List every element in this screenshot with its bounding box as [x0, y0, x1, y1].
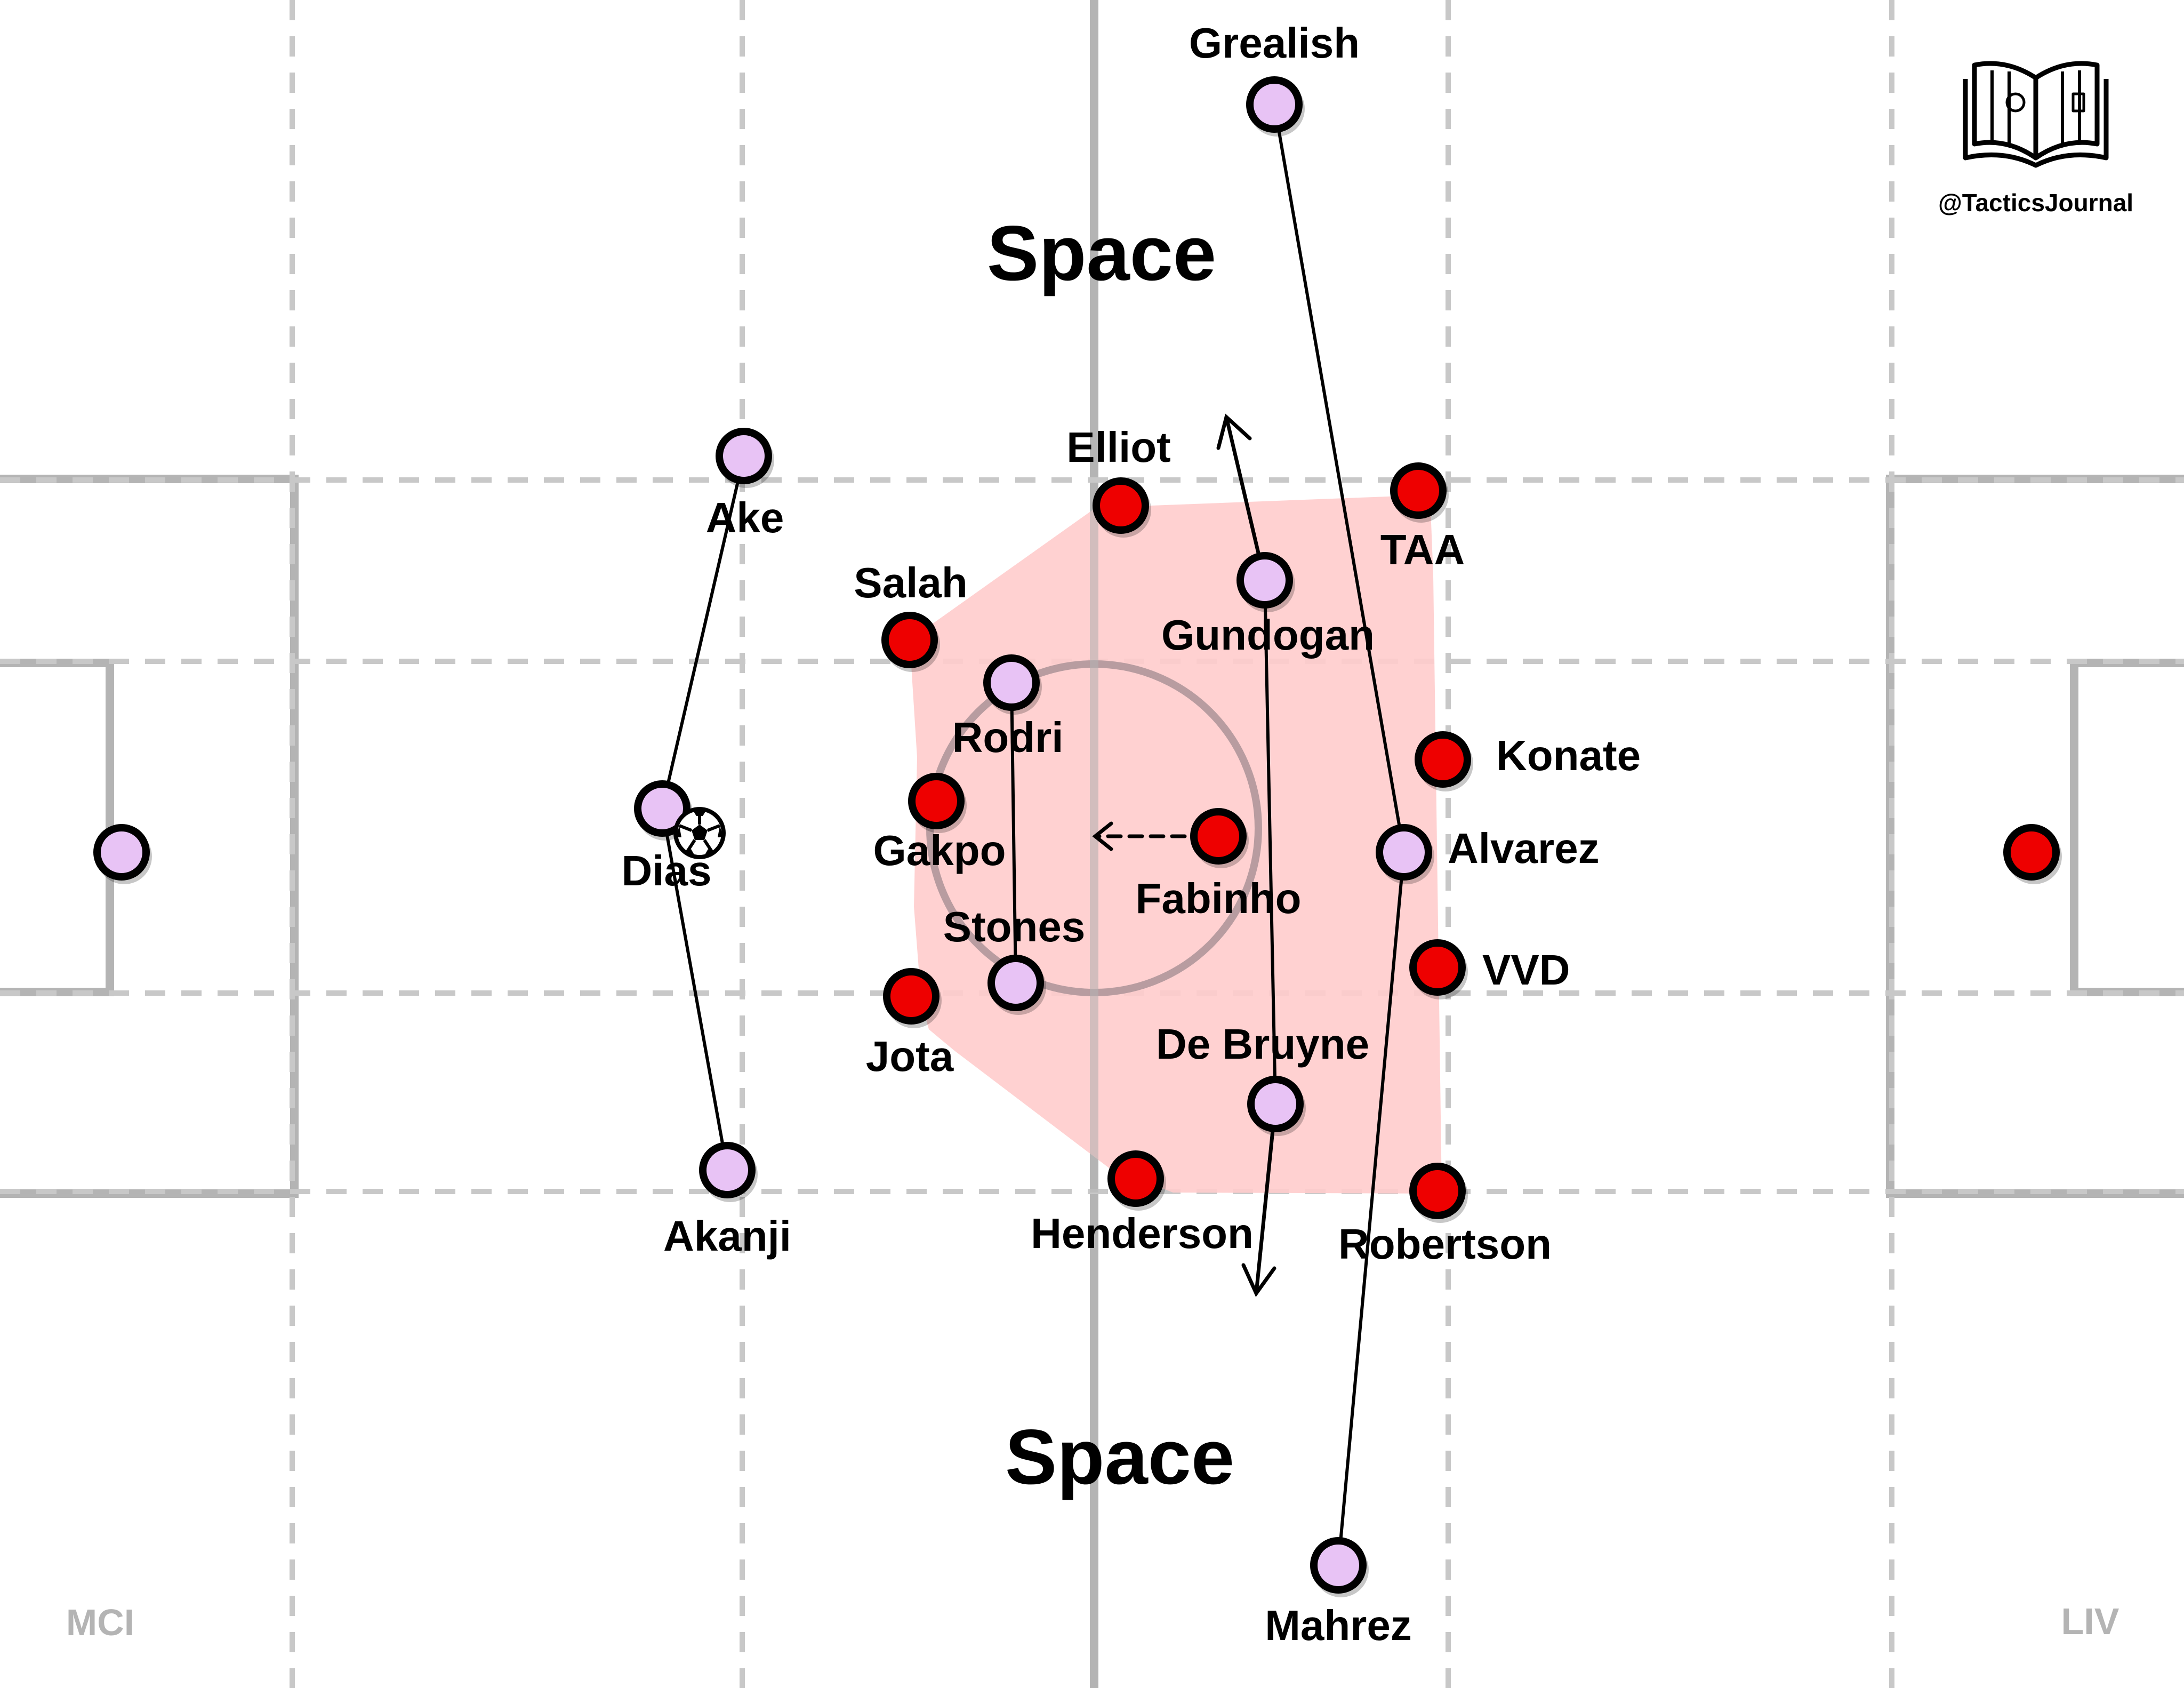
- mci-player-9: Alvarez: [1376, 824, 1600, 884]
- liv-player-marker: [908, 773, 965, 829]
- liv-player-name: Salah: [854, 559, 967, 606]
- liv-player-marker: [1390, 462, 1447, 519]
- mci-player-10: Mahrez: [1265, 1537, 1412, 1649]
- mci-player-7: Gundogan: [1161, 552, 1375, 659]
- link-ake-dias: [661, 455, 745, 809]
- liv-player-5: Gakpo: [873, 773, 1006, 874]
- link-grealish-alvarez: [1273, 104, 1406, 853]
- liv-player-9: Henderson: [1031, 1150, 1254, 1257]
- mci-player-4: Akanji: [663, 1142, 791, 1260]
- mci-player-marker: [93, 824, 150, 881]
- liv-player-marker: [1190, 808, 1247, 865]
- debruyne-run-arrow: [1254, 1102, 1278, 1295]
- fabinho-shift-arrow-head: [1092, 821, 1113, 851]
- liv-player-marker: [1415, 731, 1471, 788]
- left-six-yard-box: [0, 659, 114, 996]
- liv-player-name: Robertson: [1338, 1220, 1552, 1268]
- team-label-away: LIV: [2061, 1601, 2119, 1642]
- link-alvarez-mahrez: [1337, 852, 1406, 1566]
- liv-player-name: Gakpo: [873, 827, 1006, 874]
- mci-player-2: Ake: [706, 428, 784, 541]
- mci-player-marker: [1236, 552, 1293, 609]
- link-rodri-stones: [1010, 682, 1017, 983]
- mci-player-name: Rodri: [952, 714, 1064, 761]
- liv-player-7: VVD: [1409, 939, 1570, 999]
- mci-player-marker: [634, 780, 690, 837]
- mci-player-marker: [987, 955, 1044, 1011]
- football-icon: [673, 807, 726, 859]
- mci-player-marker: [1246, 76, 1303, 133]
- liv-player-name: TAA: [1380, 526, 1465, 573]
- team-label-home: MCI: [66, 1602, 134, 1643]
- player-links: [661, 104, 1406, 1566]
- mci-player-marker: [1247, 1076, 1304, 1132]
- players-layer: GrealishAkeDiasAkanjiRodriStonesGundogan…: [93, 19, 2062, 1649]
- liv-player-marker: [1093, 477, 1149, 534]
- liv-player-name: VVD: [1482, 946, 1570, 994]
- liv-player-3: Salah: [854, 559, 968, 672]
- mci-player-marker: [716, 428, 772, 484]
- gundogan-run-arrow-head: [1216, 413, 1252, 450]
- mci-player-11: [93, 824, 152, 884]
- liv-player-marker: [2003, 824, 2060, 881]
- zone-label-space-top: Space: [987, 210, 1216, 297]
- mci-player-name: Gundogan: [1161, 611, 1375, 659]
- mci-player-6: Stones: [943, 903, 1086, 1015]
- credit-handle: @TacticsJournal: [1938, 189, 2133, 217]
- liv-player-name: Jota: [866, 1033, 954, 1080]
- liv-player-2: TAA: [1380, 462, 1465, 573]
- liv-player-name: Elliot: [1066, 423, 1171, 471]
- zone-label-space-bottom: Space: [1005, 1413, 1234, 1500]
- liv-player-marker: [1409, 939, 1466, 996]
- liv-player-marker: [881, 612, 938, 668]
- debruyne-run-arrow-head: [1241, 1263, 1276, 1297]
- mci-player-name: Stones: [943, 903, 1086, 950]
- liv-player-6: Fabinho: [1135, 808, 1302, 922]
- mci-player-name: De Bruyne: [1156, 1020, 1369, 1068]
- liv-player-8: Jota: [866, 968, 954, 1080]
- liv-player-11: [2003, 824, 2062, 884]
- mci-player-name: Grealish: [1189, 19, 1360, 67]
- liv-player-10: Robertson: [1338, 1163, 1552, 1268]
- left-penalty-box: [0, 475, 299, 1198]
- liv-player-marker: [883, 968, 940, 1025]
- liv-player-name: Konate: [1496, 732, 1641, 779]
- mci-player-name: Akanji: [663, 1212, 791, 1260]
- link-dias-akanji: [661, 808, 729, 1171]
- mci-player-marker: [1310, 1537, 1367, 1594]
- liv-player-4: Konate: [1415, 731, 1641, 791]
- mci-player-5: Rodri: [952, 654, 1064, 761]
- liv-player-marker: [1409, 1163, 1466, 1219]
- mci-player-1: Grealish: [1189, 19, 1360, 137]
- liv-player-name: Fabinho: [1135, 875, 1301, 922]
- right-six-yard-box: [2070, 659, 2184, 996]
- mci-player-name: Ake: [706, 494, 784, 541]
- liv-player-name: Henderson: [1031, 1210, 1254, 1257]
- liv-player-1: Elliot: [1066, 423, 1171, 538]
- mci-player-marker: [1376, 824, 1432, 881]
- mci-player-marker: [699, 1142, 756, 1198]
- liv-player-marker: [1107, 1150, 1164, 1207]
- link-gundogan-debruyne: [1263, 580, 1277, 1105]
- mci-player-name: Alvarez: [1448, 825, 1600, 872]
- mci-player-marker: [983, 654, 1040, 711]
- mci-player-name: Mahrez: [1265, 1602, 1412, 1649]
- mci-player-8: De Bruyne: [1156, 1020, 1369, 1136]
- open-book-icon: [1963, 61, 2109, 168]
